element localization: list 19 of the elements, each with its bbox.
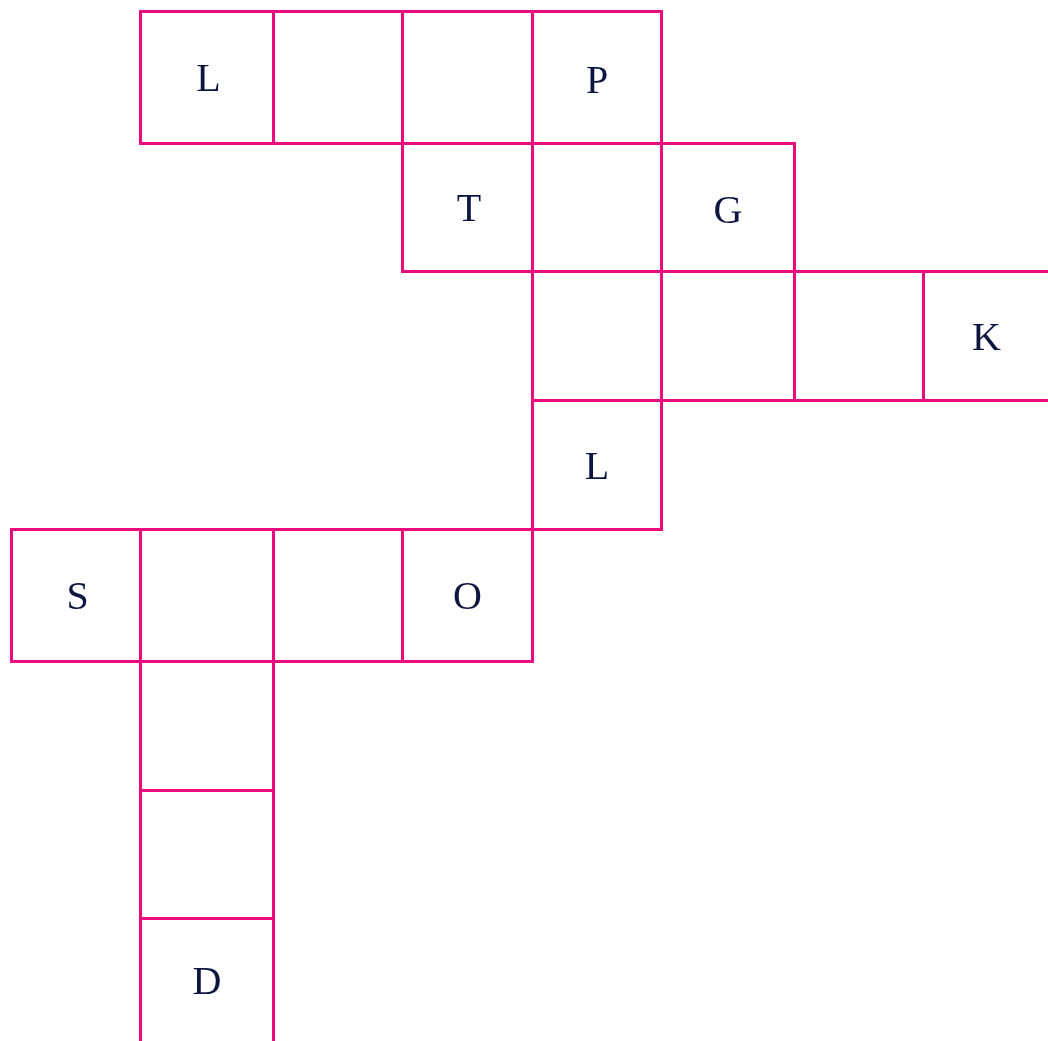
crossword-cell [531,142,663,273]
crossword-cell [660,270,796,402]
crossword-cell: L [139,10,275,145]
crossword-cell [272,10,404,145]
crossword-cell: P [531,10,663,145]
crossword-cell [139,789,275,920]
crossword-cell [531,270,663,402]
crossword-cell: K [922,270,1048,402]
crossword-cell: L [531,399,663,531]
crossword-cell: G [660,142,796,273]
crossword-cell: O [401,528,534,663]
crossword-cell [401,10,534,145]
crossword-cell: S [10,528,142,663]
crossword-cell: D [139,917,275,1041]
crossword-cell [272,528,404,663]
crossword-cell [793,270,925,402]
crossword-cell: T [401,142,534,273]
crossword-cell [139,660,275,792]
crossword-cell [139,528,275,663]
